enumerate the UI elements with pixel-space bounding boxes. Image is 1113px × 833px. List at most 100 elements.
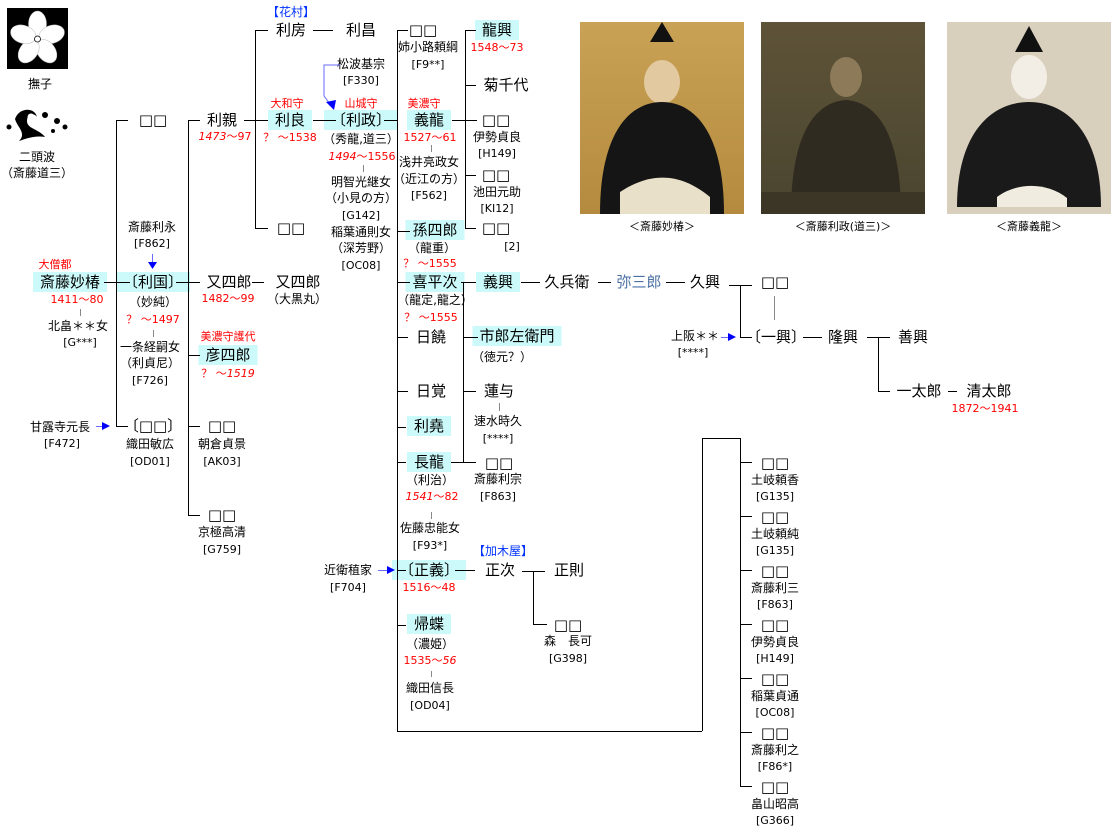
person-yoshioki-2[interactable]: 善興 — [897, 328, 929, 346]
daughter[interactable]: □□ — [760, 778, 790, 796]
person-unknown[interactable]: □□ — [760, 273, 790, 291]
person-konoe[interactable]: 近衛稙家 — [323, 563, 373, 577]
spouse-code: [KI12] — [480, 202, 514, 215]
person-yoshioki[interactable]: 義興 — [475, 272, 521, 292]
adoption-arrow-icon — [721, 333, 736, 341]
person-tatsuoki[interactable]: 龍興 — [474, 20, 520, 40]
person-kyubei[interactable]: 久兵衛 — [544, 273, 590, 291]
person-magoshiro[interactable]: 孫四郎 — [405, 220, 465, 240]
person-kanroji[interactable]: 甘露寺元長 — [29, 420, 91, 434]
marriage-line — [153, 330, 154, 337]
person-unknown[interactable]: □□ — [481, 166, 511, 184]
person-nikkaku[interactable]: 日覚 — [415, 382, 447, 400]
connector-line — [463, 391, 476, 392]
lifespan: 1473〜97 — [199, 130, 252, 143]
connector-line — [188, 120, 189, 515]
spouse-alias: （利貞尼） — [119, 356, 181, 370]
person-unknown[interactable]: □□ — [481, 111, 511, 129]
portrait-myochin — [580, 22, 744, 214]
connector-line — [740, 462, 752, 463]
person-masayoshi[interactable]: 〔正義〕 — [391, 560, 467, 580]
connector-line — [188, 120, 200, 121]
death-year: 56 — [442, 654, 457, 667]
connector-line — [255, 228, 268, 229]
connector-line — [116, 120, 117, 426]
lifespan: 1872〜1941 — [951, 402, 1019, 415]
person-toshinaga[interactable]: 斎藤利永 — [127, 220, 177, 234]
spouse-code: [F93*] — [412, 539, 448, 552]
spouse-code: [OC08] — [341, 259, 381, 272]
person-toshifusa[interactable]: 利房 — [275, 21, 307, 39]
connector-line — [878, 337, 879, 391]
person-nichinyo[interactable]: 日饒 — [415, 328, 447, 346]
person-matsunami[interactable]: 松波基宗 — [336, 57, 386, 71]
spouse-name: 浅井亮政女 — [398, 155, 460, 169]
note: [2] — [504, 240, 520, 253]
connector-line — [188, 515, 200, 516]
person-kikuchiyo[interactable]: 菊千代 — [483, 76, 529, 94]
connector-line — [740, 337, 752, 338]
spouse-code: [AK03] — [203, 455, 241, 468]
person-unknown[interactable]: □□ — [408, 21, 438, 39]
title-label: 大僧都 — [38, 258, 72, 271]
daughter[interactable]: □□ — [760, 724, 790, 742]
person-ichirozaemon[interactable]: 市郎左衛門 — [472, 326, 562, 346]
spouse-code: [F86*] — [757, 760, 793, 773]
person-unknown[interactable]: □□ — [207, 506, 237, 524]
lifespan: ？ 〜1555 — [403, 257, 457, 270]
person-nagatatsu[interactable]: 長龍 — [406, 452, 452, 472]
crest-label-nitouha: 二頭波 — [18, 150, 56, 164]
person-unknown[interactable]: 〔□□〕 — [123, 417, 183, 435]
person-toshimasa-dosan[interactable]: 〔利政〕 — [323, 110, 399, 130]
person-toshitaka[interactable]: 利堯 — [406, 416, 452, 436]
connector-line — [397, 30, 398, 731]
person-myochin[interactable]: 斎藤妙椿 — [32, 272, 108, 292]
spouse-code: [OD01] — [130, 455, 170, 468]
person-masanori[interactable]: 正則 — [553, 561, 585, 579]
daughter[interactable]: □□ — [760, 670, 790, 688]
person-unknown[interactable]: □□ — [553, 616, 583, 634]
person-masatsugu[interactable]: 正次 — [484, 561, 516, 579]
person-hikoshiro[interactable]: 彦四郎 — [198, 345, 258, 365]
person-matashiro-2[interactable]: 又四郎 — [275, 273, 321, 291]
connector-line — [397, 337, 408, 338]
person-kicho[interactable]: 帰蝶 — [406, 614, 452, 634]
person-toshimasa-hanamura[interactable]: 利昌 — [345, 21, 377, 39]
person-renyo[interactable]: 蓮与 — [483, 382, 515, 400]
person-seitaro[interactable]: 清太郎 — [966, 382, 1012, 400]
spouse-name: 朝倉貞景 — [197, 437, 247, 451]
spouse-alias: （深芳野） — [330, 241, 392, 255]
daughter[interactable]: □□ — [760, 616, 790, 634]
daughter[interactable]: □□ — [760, 454, 790, 472]
alias: （秀龍,道三） — [323, 132, 399, 146]
person-matashiro[interactable]: 又四郎 — [206, 273, 252, 291]
daughter[interactable]: □□ — [760, 562, 790, 580]
person-kiheiji[interactable]: 喜平次 — [405, 272, 465, 292]
nadeshiko-crest-icon — [7, 8, 68, 69]
person-hisaoki[interactable]: 久興 — [689, 273, 721, 291]
person-unknown[interactable]: □□ — [138, 111, 168, 129]
person-ichitaro[interactable]: 一太郎 — [896, 382, 942, 400]
person-kousaka[interactable]: 上阪＊＊ — [670, 329, 720, 343]
person-toshichika[interactable]: 利親 — [206, 111, 238, 129]
person-unknown[interactable]: □□ — [484, 454, 514, 472]
person-takaoki[interactable]: 隆興 — [827, 328, 859, 346]
connector-line — [116, 120, 128, 121]
person-toshinaga-yamato[interactable]: 利良 — [267, 110, 313, 130]
connector-line — [740, 570, 752, 571]
person-unknown[interactable]: □□ — [481, 219, 511, 237]
daughter[interactable]: □□ — [760, 508, 790, 526]
alias: （濃姫） — [405, 637, 455, 651]
person-toshikuni[interactable]: 〔利国〕 — [115, 272, 191, 292]
person-code: [F862] — [134, 237, 170, 250]
person-yasaburo[interactable]: 弥三郎 — [616, 273, 662, 291]
portrait-caption: ＜斎藤妙椿＞ — [629, 220, 695, 233]
person-unknown[interactable]: □□ — [207, 417, 237, 435]
spouse-code: [F863] — [757, 598, 793, 611]
connector-line — [397, 391, 408, 392]
person-yoshitatsu[interactable]: 義龍 — [406, 110, 452, 130]
person-kazuoki[interactable]: 〔一興〕 — [745, 328, 807, 346]
person-unknown[interactable]: □□ — [276, 219, 306, 237]
alias: （大黒丸） — [266, 292, 328, 306]
spouse-name: 姉小路頼綱 — [397, 40, 459, 54]
